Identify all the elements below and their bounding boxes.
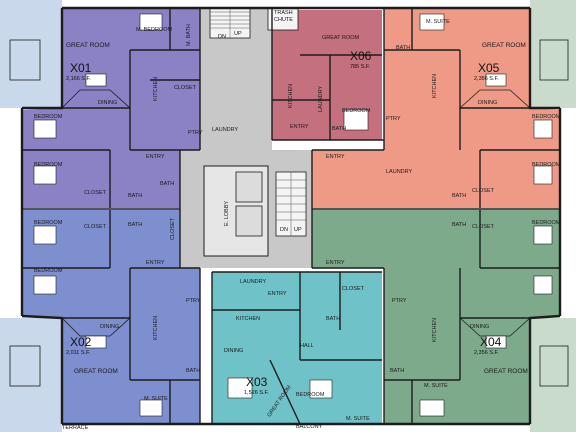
x01-kitchen: KITCHEN xyxy=(153,77,159,101)
x02-bedroom-2: BEDROOM xyxy=(34,268,63,274)
x05-great-room: GREAT ROOM xyxy=(482,42,526,49)
core-dn-top: DN xyxy=(218,34,226,40)
x05-laundry: LAUNDRY xyxy=(386,169,413,175)
x06-laundry: LAUNDRY xyxy=(318,85,324,112)
unit-x05-id: X05 xyxy=(478,61,500,75)
x05-bedroom-2: BEDROOM xyxy=(532,162,561,168)
x02-closet-2: CLOSET xyxy=(170,217,176,240)
x01-m-bath: M. BATH xyxy=(186,24,192,46)
x02-bath-2: BATH xyxy=(186,368,200,374)
x06-entry: ENTRY xyxy=(290,124,309,130)
core-up-bottom: UP xyxy=(294,227,302,233)
x04-bath: BATH xyxy=(452,222,466,228)
x06-kitchen: KITCHEN xyxy=(288,84,294,108)
x02-bedroom: BEDROOM xyxy=(34,220,63,226)
x05-ptry: PTRY xyxy=(386,116,401,122)
core-dn-bottom: DN xyxy=(280,227,288,233)
x05-bedroom: BEDROOM xyxy=(532,114,561,120)
unit-x01-id: X01 xyxy=(70,61,92,75)
x02-entry: ENTRY xyxy=(146,260,165,266)
x01-m-bedroom: M. BEDROOM xyxy=(136,27,172,33)
core-trash-label-2: CHUTE xyxy=(274,17,293,23)
x04-entry: ENTRY xyxy=(326,260,345,266)
x05-bath: BATH xyxy=(396,45,410,51)
x05-bath-2: BATH xyxy=(452,193,466,199)
furniture xyxy=(33,13,553,417)
unit-x01-area: 2,166 S.F. xyxy=(66,76,91,82)
terrace-bottom-right xyxy=(530,318,576,432)
x02-kitchen: KITCHEN xyxy=(153,316,159,340)
unit-x05-area: 2,356 S.F. xyxy=(474,76,499,82)
x04-kitchen: KITCHEN xyxy=(432,318,438,342)
x02-m-suite: M. SUITE xyxy=(144,396,168,402)
x02-great-room: GREAT ROOM xyxy=(74,368,118,375)
elevator-1 xyxy=(235,171,263,203)
x01-closet: CLOSET xyxy=(174,85,197,91)
x01-bath-2: BATH xyxy=(160,181,174,187)
core-trash-label-1: TRASH xyxy=(274,10,293,16)
interior-walls xyxy=(22,8,560,425)
x03-laundry: LAUNDRY xyxy=(240,279,267,285)
x03-hall: HALL xyxy=(300,343,314,349)
elevator-2 xyxy=(235,205,263,237)
stair-treads-upper xyxy=(210,8,250,38)
x04-bedroom: BEDROOM xyxy=(532,220,561,226)
core-up-top: UP xyxy=(234,31,242,37)
terrace-top-left xyxy=(0,0,62,108)
x02-dining: DINING xyxy=(100,324,119,330)
unit-x02-fill xyxy=(22,210,200,424)
unit-x03-id: X03 xyxy=(246,375,268,389)
core-e-lobby: E. LOBBY xyxy=(224,201,230,226)
x05-dining: DINING xyxy=(478,100,497,106)
x03-kitchen: KITCHEN xyxy=(236,316,260,322)
terrace-top-right xyxy=(530,0,576,108)
x05-m-suite: M. SUITE xyxy=(426,19,450,25)
x06-great-room: GREAT ROOM xyxy=(322,35,359,41)
x01-entry: ENTRY xyxy=(146,154,165,160)
unit-x04-area: 2,356 S.F. xyxy=(474,350,499,356)
x02-bath: BATH xyxy=(128,222,142,228)
x01-bedroom-2: BEDROOM xyxy=(34,162,63,168)
x02-ptry: PTRY xyxy=(186,298,201,304)
x01-laundry: LAUNDRY xyxy=(212,127,239,133)
x05-kitchen: KITCHEN xyxy=(432,74,438,98)
unit-x06-fill xyxy=(272,10,382,140)
terrace-bottom-left xyxy=(0,318,62,432)
x01-bedroom: BEDROOM xyxy=(34,114,63,120)
x01-dining: DINING xyxy=(98,100,117,106)
unit-x03-area: 1,526 S.F. xyxy=(244,390,269,396)
x05-closet: CLOSET xyxy=(472,188,495,194)
x03-dining: DINING xyxy=(224,348,243,354)
x03-closet: CLOSET xyxy=(342,286,365,292)
x04-great-room: GREAT ROOM xyxy=(484,368,528,375)
x04-m-suite: M. SUITE xyxy=(424,383,448,389)
x03-bedroom: BEDROOM xyxy=(296,392,325,398)
x06-bath: BATH xyxy=(332,126,346,132)
x01-great-room: GREAT ROOM xyxy=(66,42,110,49)
unit-x02-area: 2,011 S.F. xyxy=(66,350,91,356)
unit-x05-fill xyxy=(312,8,560,208)
x02-terrace: TERRACE xyxy=(62,425,89,431)
x01-ptry: PTRY xyxy=(188,130,203,136)
x03-m-suite: M. SUITE xyxy=(346,416,370,422)
x03-balcony: BALCONY xyxy=(296,424,323,430)
stair-treads-lower xyxy=(276,172,306,236)
x05-entry: ENTRY xyxy=(326,154,345,160)
x04-closet: CLOSET xyxy=(472,224,495,230)
x01-closet-2: CLOSET xyxy=(84,190,107,196)
x04-bath-2: BATH xyxy=(390,368,404,374)
unit-x06-area: 785 S.F. xyxy=(350,64,371,70)
unit-x02-id: X02 xyxy=(70,335,92,349)
unit-x06-id: X06 xyxy=(350,49,372,63)
unit-x04-fill xyxy=(312,210,560,424)
x01-bath: BATH xyxy=(128,193,142,199)
unit-x04-id: X04 xyxy=(480,335,502,349)
x02-closet: CLOSET xyxy=(84,224,107,230)
x03-entry: ENTRY xyxy=(268,291,287,297)
x06-bedroom: BEDROOM xyxy=(342,108,371,114)
x03-bath: BATH xyxy=(326,316,340,322)
x04-dining: DINING xyxy=(470,324,489,330)
x04-ptry: PTRY xyxy=(392,298,407,304)
